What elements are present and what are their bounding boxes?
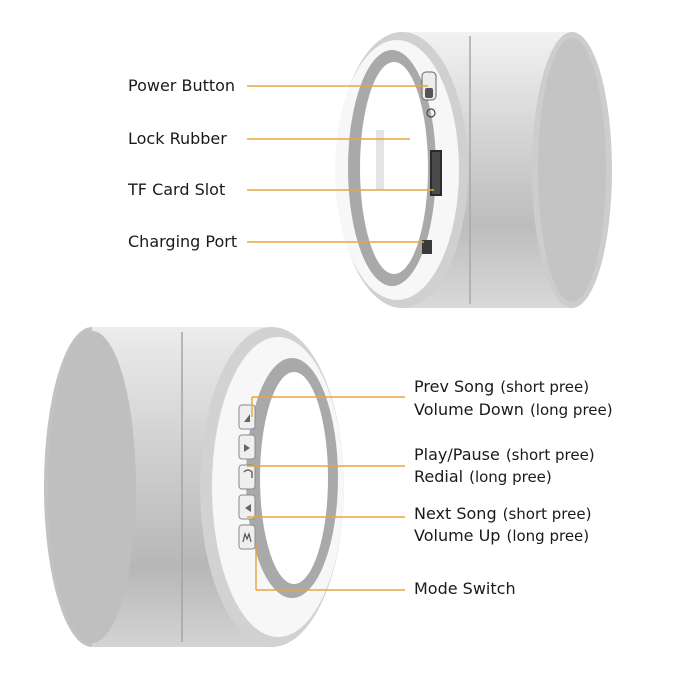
label-volume-up-note: (long pree) [506, 527, 590, 545]
top-center-plate [360, 62, 428, 274]
label-mode-switch: Mode Switch [414, 579, 516, 599]
label-next-song-note: (short pree) [502, 505, 592, 523]
label-volume-down-note: (long pree) [529, 401, 613, 419]
label-prev-song-note: (short pree) [500, 378, 590, 396]
label-volume-up-main: Volume Up [414, 526, 501, 545]
label-power-button: Power Button [128, 76, 236, 95]
label-play-pause-main: Play/Pause [414, 445, 500, 464]
mode-switch-button [238, 524, 256, 550]
power-indicator [426, 108, 436, 118]
label-redial-main: Redial [414, 467, 464, 486]
label-redial: Redial (long pree) [414, 467, 552, 487]
label-mode-switch-main: Mode Switch [414, 579, 516, 598]
label-lock-rubber: Lock Rubber [128, 129, 227, 148]
label-tf-card-slot: TF Card Slot [128, 180, 226, 199]
label-charging-port: Charging Port [128, 232, 238, 251]
leader-lines [247, 85, 434, 591]
label-volume-down-main: Volume Down [414, 400, 524, 419]
top-speaker [335, 32, 612, 308]
label-play-pause: Play/Pause (short pree) [414, 445, 595, 465]
label-prev-song-main: Prev Song [414, 377, 495, 396]
label-volume-down: Volume Down (long pree) [414, 400, 613, 420]
label-prev-song: Prev Song (short pree) [414, 377, 589, 397]
label-redial-note: (long pree) [469, 468, 552, 486]
bottom-speaker [44, 327, 344, 647]
label-play-pause-note: (short pree) [505, 446, 595, 464]
label-next-song-main: Next Song [414, 504, 497, 523]
label-volume-up: Volume Up (long pree) [414, 526, 589, 546]
prev-button [238, 404, 256, 430]
bottom-center-plate [260, 372, 328, 584]
charging-port [422, 240, 432, 254]
label-next-song: Next Song (short pree) [414, 504, 591, 524]
